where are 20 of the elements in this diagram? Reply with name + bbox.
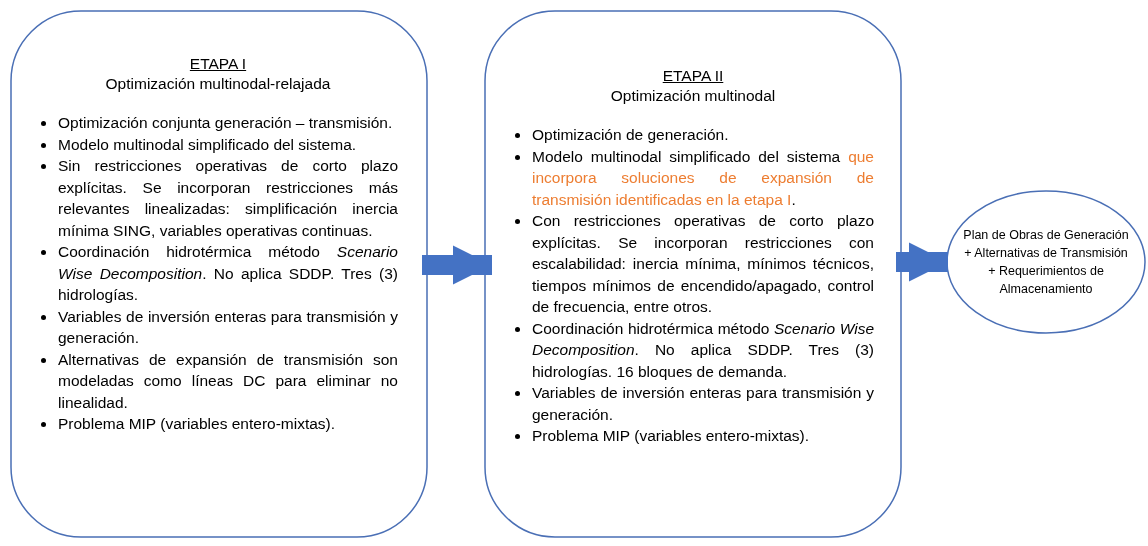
bullet-item: Problema MIP (variables entero-mixtas). <box>532 426 811 446</box>
stage-title: ETAPA I <box>188 54 248 74</box>
bullet-item: Modelo multinodal simplificado del sistema. <box>58 134 358 155</box>
block-arrow <box>896 242 948 282</box>
stage-subtitle: Optimización multinodal <box>609 86 777 106</box>
bullet-item: Con restricciones operativas de corto plazo explícitas. Se incorporan restricciones con escalabilidad: inercia mínima, mínimos técnicos, tiempos mínimos de encendido/apagado, control de frecuencia, entre otros. <box>532 211 874 317</box>
bullet-item: Variables de inversión enteras para transmisión y generación. <box>58 306 398 348</box>
bullet-item: Coordinación hidrotérmica método Scenario Wise Decomposition. No aplica SDDP. Tres (3) hidrologías. <box>58 242 398 305</box>
bullet-item: Coordinación hidrotérmica método Scenario Wise Decomposition. No aplica SDDP. Tres (3) hidrologías. 16 bloques de demanda. <box>532 318 874 382</box>
stage-title: ETAPA II <box>661 66 725 86</box>
block-arrow <box>422 245 492 285</box>
bullet-item: Sin restricciones operativas de corto plazo explícitas. Se incorporan restricciones más relevantes linealizadas: simplificación inercia mínima SING, variables operativas continuas. <box>58 156 398 241</box>
bullet-item: Alternativas de expansión de transmisión son modeladas como líneas DC para eliminar no linealidad. <box>58 349 398 413</box>
bullet-item: Optimización de generación. <box>532 125 730 145</box>
stage-subtitle: Optimización multinodal-relajada <box>104 74 332 94</box>
bullet-item: Variables de inversión enteras para transmisión y generación. <box>532 383 874 425</box>
bullet-item: Modelo multinodal simplificado del sistema que incorpora soluciones de expansión de transmisión identificadas en la etapa I. <box>532 146 874 210</box>
bullet-item: Problema MIP (variables entero-mixtas). <box>58 414 337 434</box>
bullet-item: Optimización conjunta generación – transmisión. <box>58 113 394 133</box>
result-text: Plan de Obras de Generación + Alternativas de Transmisión + Requerimientos de Almacenamiento <box>962 227 1130 298</box>
